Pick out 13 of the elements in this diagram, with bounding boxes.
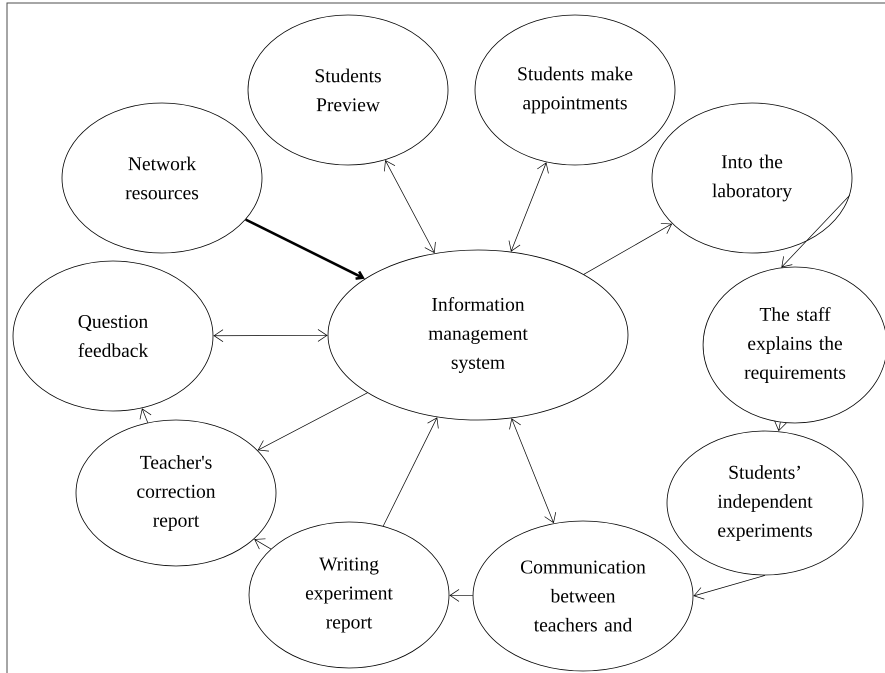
- arrow: [258, 392, 368, 452]
- arrow: [382, 417, 439, 526]
- arrow: [693, 575, 766, 600]
- arrow: [509, 418, 556, 524]
- arrow: [508, 162, 549, 252]
- arrow: [245, 218, 365, 280]
- arrow: [213, 329, 328, 342]
- arrow: [584, 222, 672, 275]
- arrow: [384, 160, 436, 254]
- arrow: [781, 194, 850, 268]
- arrow: [140, 408, 152, 423]
- arrow: [254, 538, 272, 550]
- arrow: [449, 589, 473, 602]
